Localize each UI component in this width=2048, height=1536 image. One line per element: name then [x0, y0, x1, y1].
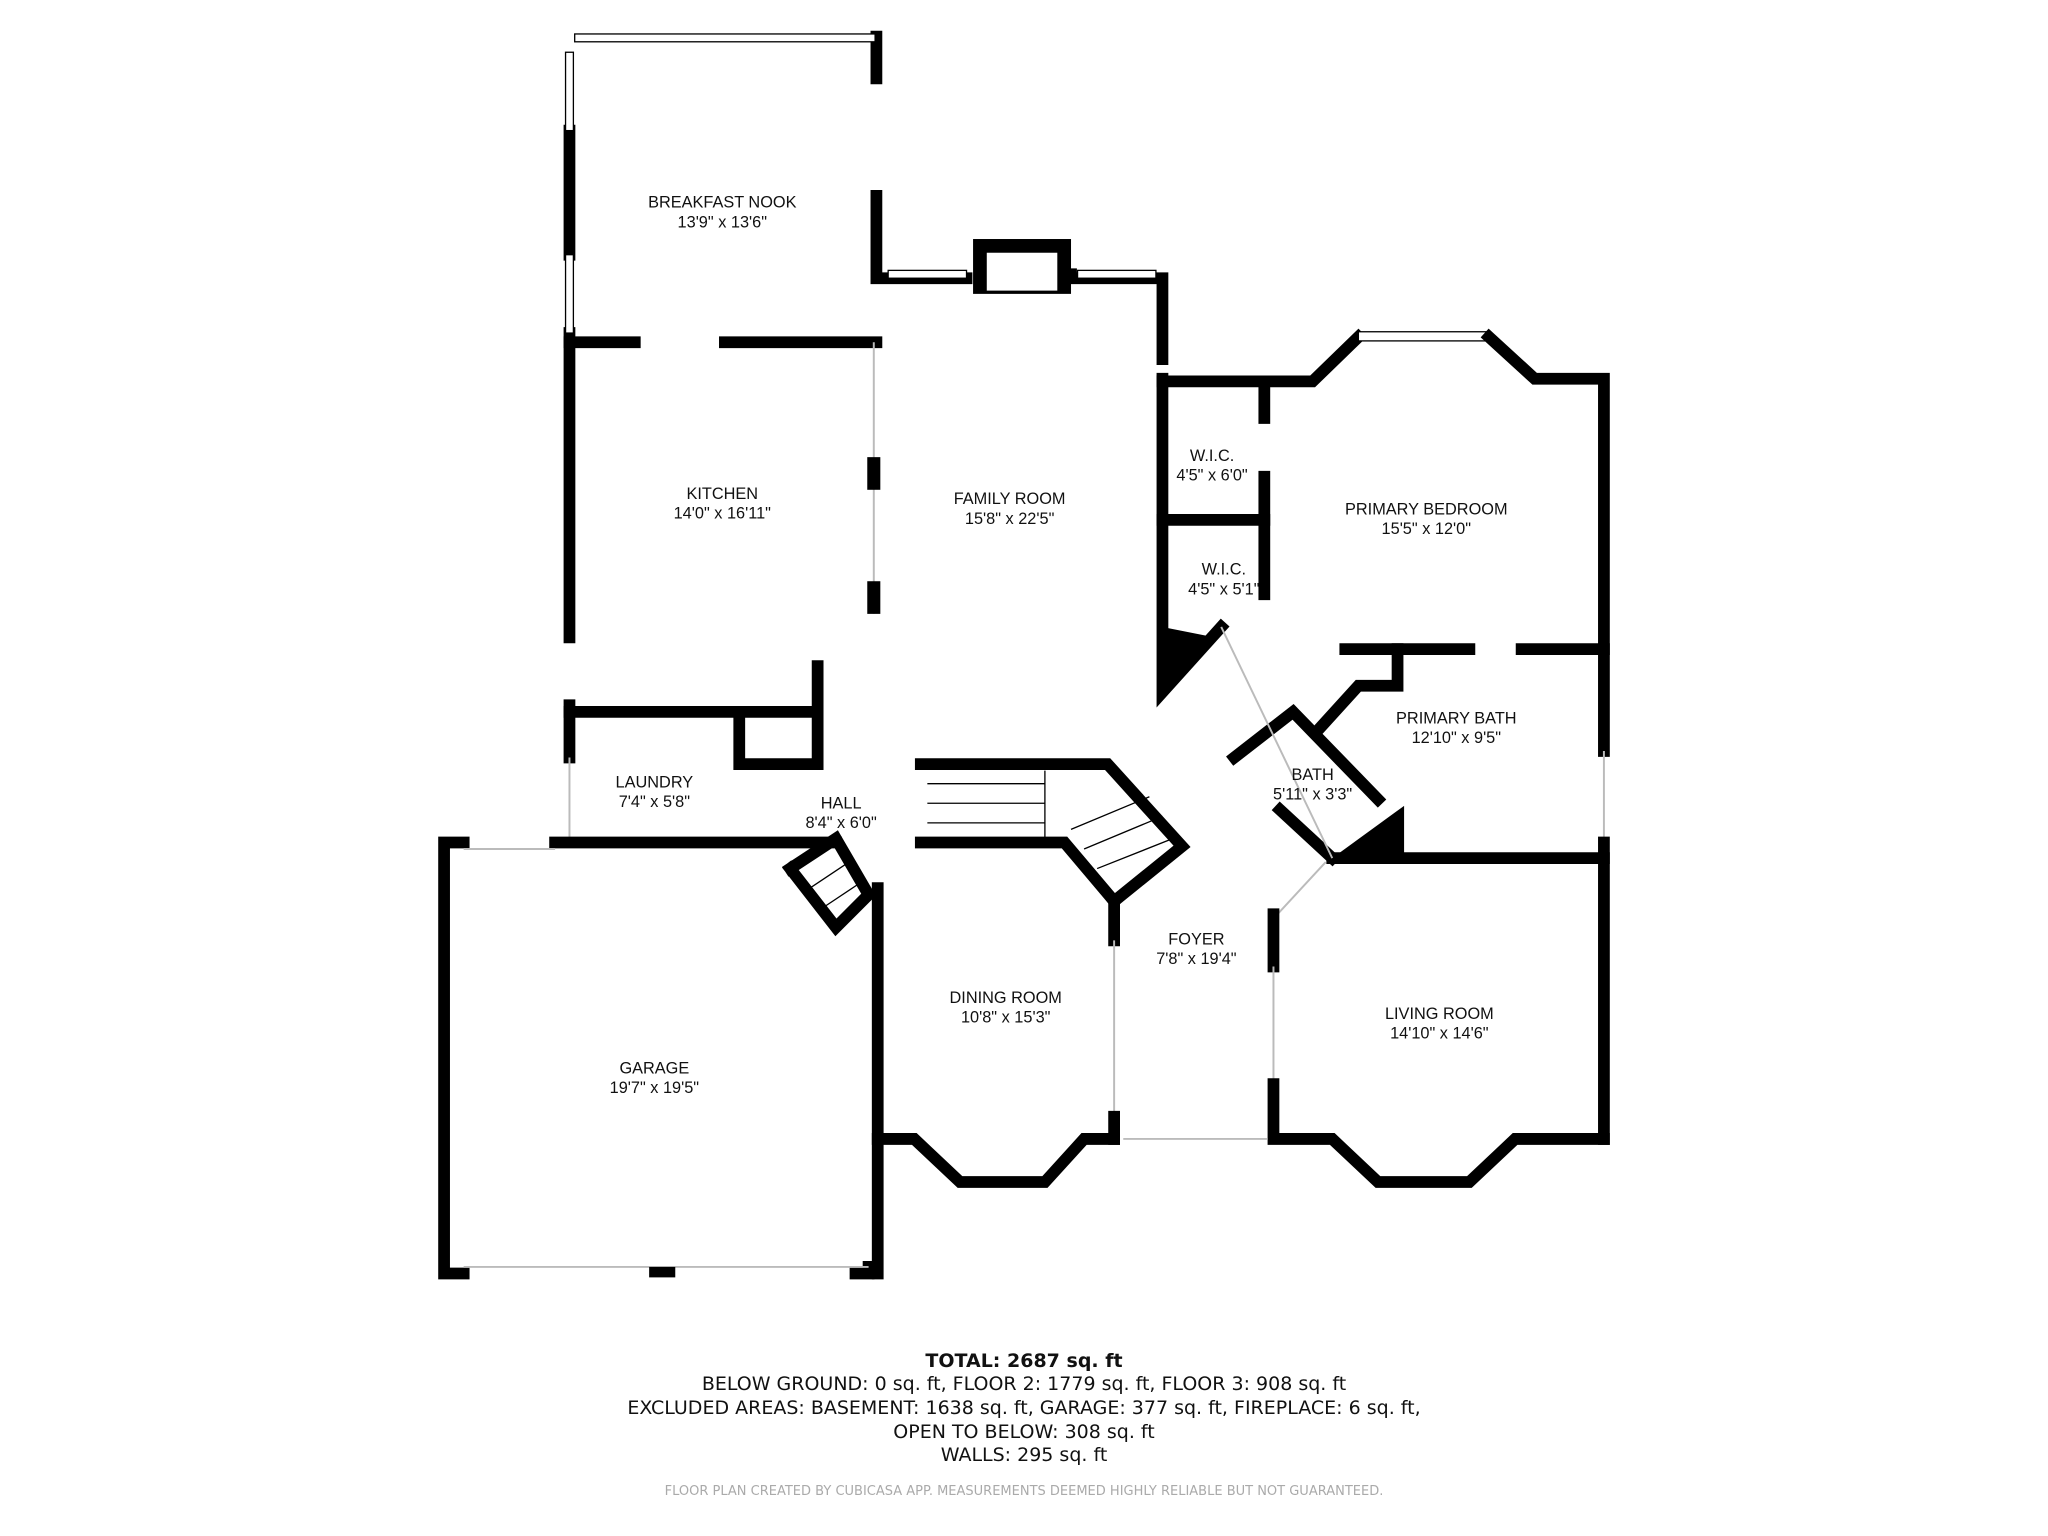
area-line-walls: WALLS: 295 sq. ft [940, 1444, 1108, 1466]
room-hall: HALL 8'4" x 6'0" [805, 794, 877, 832]
credit-note: FLOOR PLAN CREATED BY CUBICASA APP. MEAS… [664, 1484, 1384, 1499]
svg-text:15'5" x 12'0": 15'5" x 12'0" [1382, 520, 1472, 538]
svg-text:W.I.C.: W.I.C. [1190, 447, 1234, 465]
walls [438, 30, 1610, 1280]
room-kitchen: KITCHEN 14'0" x 16'11" [674, 485, 772, 523]
svg-text:4'5" x 6'0": 4'5" x 6'0" [1176, 467, 1248, 485]
room-dining-room: DINING ROOM 10'8" x 15'3" [950, 989, 1062, 1027]
room-wic-1: W.I.C. 4'5" x 6'0" [1176, 447, 1248, 485]
svg-text:HALL: HALL [821, 794, 862, 812]
svg-text:7'4" x 5'8": 7'4" x 5'8" [619, 793, 691, 811]
svg-text:DINING ROOM: DINING ROOM [950, 989, 1062, 1007]
svg-text:5'11" x 3'3": 5'11" x 3'3" [1273, 785, 1352, 803]
room-family-room: FAMILY ROOM 15'8" x 22'5" [954, 490, 1066, 528]
area-line-open: OPEN TO BELOW: 308 sq. ft [893, 1421, 1155, 1443]
svg-text:BREAKFAST NOOK: BREAKFAST NOOK [648, 194, 796, 212]
svg-text:LAUNDRY: LAUNDRY [616, 774, 694, 792]
svg-text:12'10" x 9'5": 12'10" x 9'5" [1412, 729, 1502, 747]
room-wic-2: W.I.C.4'5" x 5'1" [1188, 561, 1260, 599]
area-line-excluded: EXCLUDED AREAS: BASEMENT: 1638 sq. ft, G… [627, 1397, 1421, 1419]
total-area: TOTAL: 2687 sq. ft [925, 1350, 1123, 1372]
svg-text:PRIMARY BATH: PRIMARY BATH [1396, 710, 1517, 728]
svg-text:FAMILY ROOM: FAMILY ROOM [954, 490, 1066, 508]
svg-text:10'8" x 15'3": 10'8" x 15'3" [961, 1009, 1051, 1027]
svg-text:19'7" x 19'5": 19'7" x 19'5" [610, 1079, 700, 1097]
svg-text:LIVING ROOM: LIVING ROOM [1385, 1005, 1494, 1023]
svg-text:15'8" x 22'5": 15'8" x 22'5" [965, 510, 1055, 528]
svg-text:7'8" x 19'4": 7'8" x 19'4" [1156, 950, 1237, 968]
svg-text:13'9" x 13'6": 13'9" x 13'6" [678, 213, 768, 231]
svg-text:PRIMARY BEDROOM: PRIMARY BEDROOM [1345, 501, 1508, 519]
svg-text:W.I.C.: W.I.C. [1202, 561, 1246, 579]
svg-text:KITCHEN: KITCHEN [686, 485, 758, 503]
room-foyer: FOYER 7'8" x 19'4" [1156, 930, 1237, 968]
svg-text:BATH: BATH [1292, 766, 1334, 784]
svg-text:4'5" x 5'1": 4'5" x 5'1" [1188, 580, 1260, 598]
area-line-floors: BELOW GROUND: 0 sq. ft, FLOOR 2: 1779 sq… [701, 1373, 1347, 1395]
svg-text:14'0" x 16'11": 14'0" x 16'11" [674, 505, 772, 523]
svg-text:FOYER: FOYER [1168, 930, 1224, 948]
svg-text:14'10" x 14'6": 14'10" x 14'6" [1390, 1024, 1489, 1042]
svg-text:8'4" x 6'0": 8'4" x 6'0" [805, 814, 877, 832]
svg-text:GARAGE: GARAGE [619, 1060, 689, 1078]
